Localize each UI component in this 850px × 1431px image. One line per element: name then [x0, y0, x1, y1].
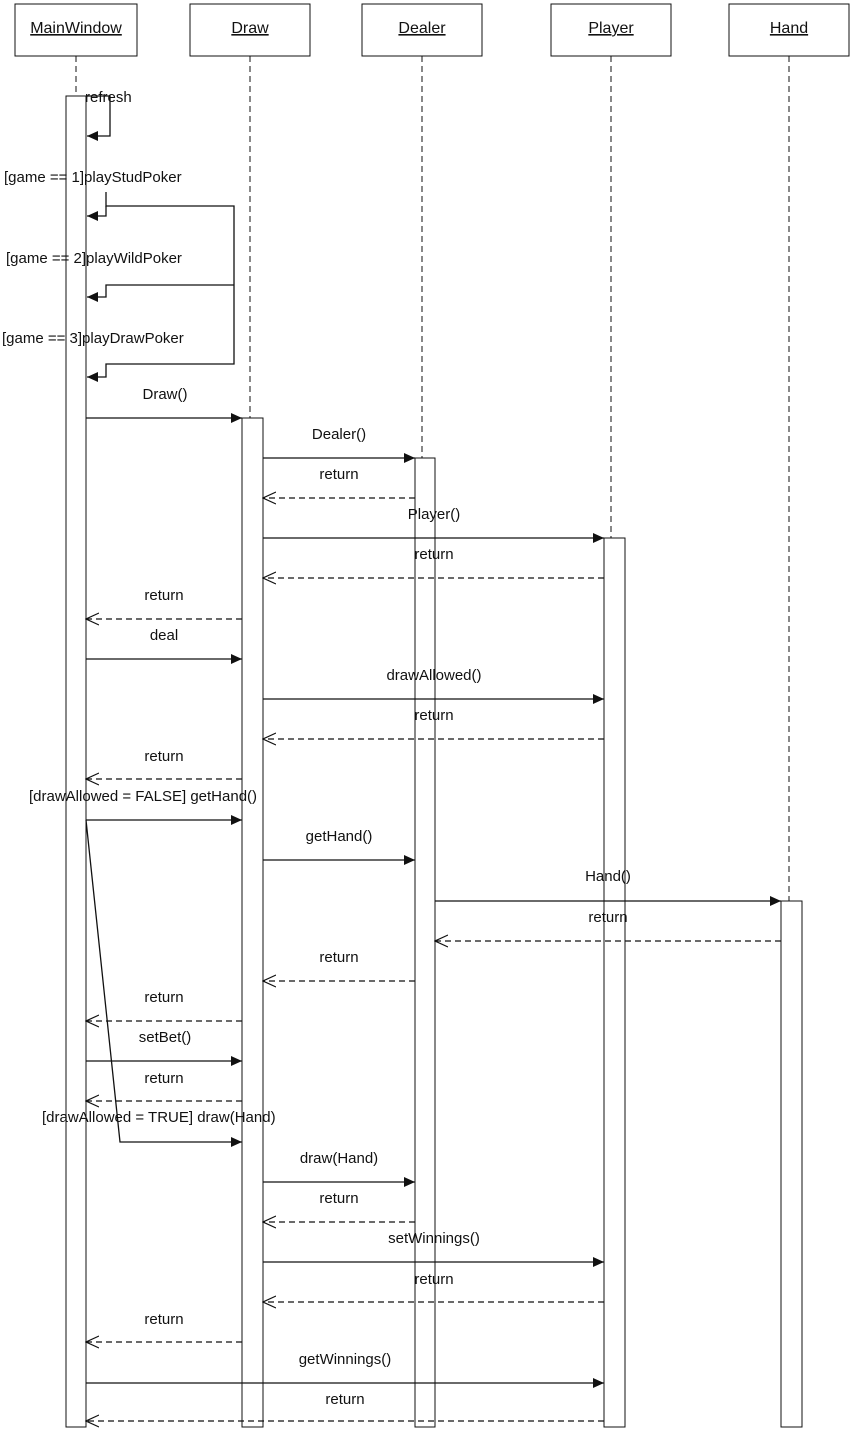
message-label: return — [588, 909, 627, 926]
activation-player — [603, 537, 626, 1428]
message-label: deal — [150, 627, 178, 644]
message-label: Draw() — [143, 386, 188, 403]
message-label: return — [325, 1391, 364, 1408]
activation-draw — [241, 417, 264, 1428]
message-label: return — [319, 1190, 358, 1207]
message-label: refresh — [85, 89, 132, 106]
message-label: getHand() — [306, 828, 373, 845]
message-label: return — [414, 1271, 453, 1288]
message-label: return — [144, 587, 183, 604]
message-label: [game == 3]playDrawPoker — [2, 330, 184, 347]
message-label: return — [144, 1311, 183, 1328]
lifeline-label-dealer: Dealer — [398, 20, 446, 37]
lifeline-label-hand: Hand — [770, 20, 808, 37]
lifeline-header-mainwindow: MainWindow — [14, 3, 138, 57]
message-label: [drawAllowed = TRUE] draw(Hand) — [42, 1109, 276, 1126]
activation-mainwindow — [65, 95, 87, 1428]
message-label: [drawAllowed = FALSE] getHand() — [29, 788, 257, 805]
activation-hand — [780, 900, 803, 1428]
message-label: return — [144, 1070, 183, 1087]
lifeline-header-player: Player — [550, 3, 672, 57]
message-label: setWinnings() — [388, 1230, 480, 1247]
message-label: Player() — [408, 506, 461, 523]
lifeline-header-dealer: Dealer — [361, 3, 483, 57]
message-label: setBet() — [139, 1029, 192, 1046]
message-label: return — [414, 546, 453, 563]
message-label: Hand() — [585, 868, 631, 885]
message-arrow — [86, 95, 111, 141]
message-label: return — [144, 989, 183, 1006]
message-label: [game == 1]playStudPoker — [4, 169, 182, 186]
lifeline-label-mainwindow: MainWindow — [30, 20, 122, 37]
lifeline-header-draw: Draw — [189, 3, 311, 57]
message-arrow — [87, 206, 107, 221]
message-arrow — [87, 284, 234, 302]
message-label: [game == 2]playWildPoker — [6, 250, 182, 267]
message-label: getWinnings() — [299, 1351, 392, 1368]
message-label: return — [144, 748, 183, 765]
message-label: return — [414, 707, 453, 724]
lifeline-label-draw: Draw — [231, 20, 269, 37]
lifeline-header-hand: Hand — [728, 3, 850, 57]
message-label: Dealer() — [312, 426, 366, 443]
message-label: drawAllowed() — [386, 667, 481, 684]
message-label: draw(Hand) — [300, 1150, 378, 1167]
message-label: return — [319, 949, 358, 966]
message-label: return — [319, 466, 358, 483]
message-arrow — [85, 819, 242, 1147]
lifeline-label-player: Player — [588, 20, 634, 37]
